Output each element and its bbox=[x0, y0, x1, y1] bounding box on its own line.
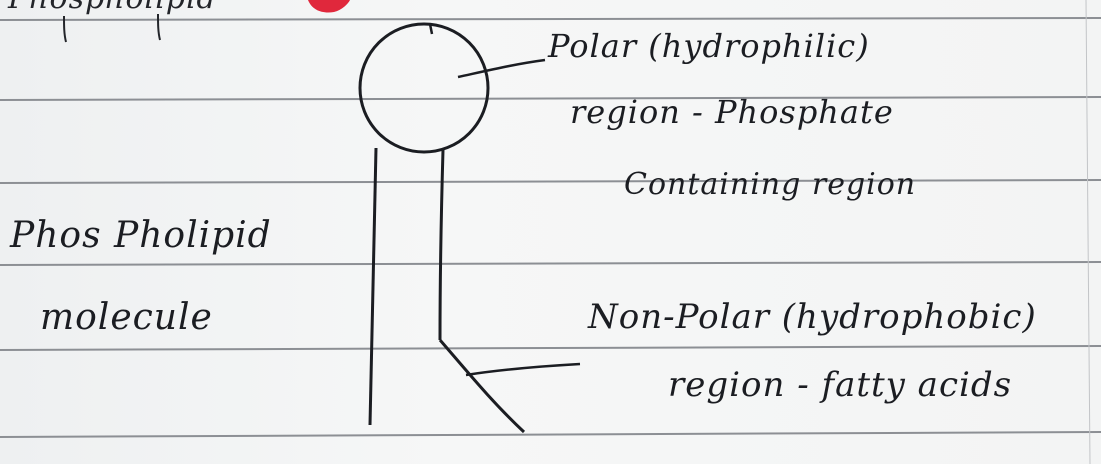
top-scrap-stroke-2 bbox=[158, 14, 160, 40]
red-mark bbox=[308, 0, 350, 13]
tail-left-line bbox=[370, 148, 376, 425]
tail-right-line bbox=[440, 150, 443, 340]
top-scrap-text: Phospholipid bbox=[8, 0, 217, 14]
polar-head-circle bbox=[360, 24, 488, 152]
nonpolar-label-line-1: Non-Polar (hydrophobic) bbox=[588, 300, 1037, 334]
top-scrap-stroke bbox=[64, 16, 66, 42]
molecule-label-line-1: Phos Pholipid bbox=[10, 218, 272, 254]
nonpolar-label-line-2: region - fatty acids bbox=[668, 368, 1012, 402]
polar-label-line-1: Polar (hydrophilic) bbox=[548, 30, 870, 62]
polar-label-line-3: Containing region bbox=[624, 170, 916, 200]
nonpolar-pointer-line bbox=[466, 364, 580, 375]
tail-outer-line bbox=[440, 340, 524, 432]
molecule-label-line-2: molecule bbox=[40, 300, 213, 336]
polar-label-line-2: region - Phosphate bbox=[570, 96, 894, 128]
polar-pointer-line bbox=[458, 60, 545, 77]
